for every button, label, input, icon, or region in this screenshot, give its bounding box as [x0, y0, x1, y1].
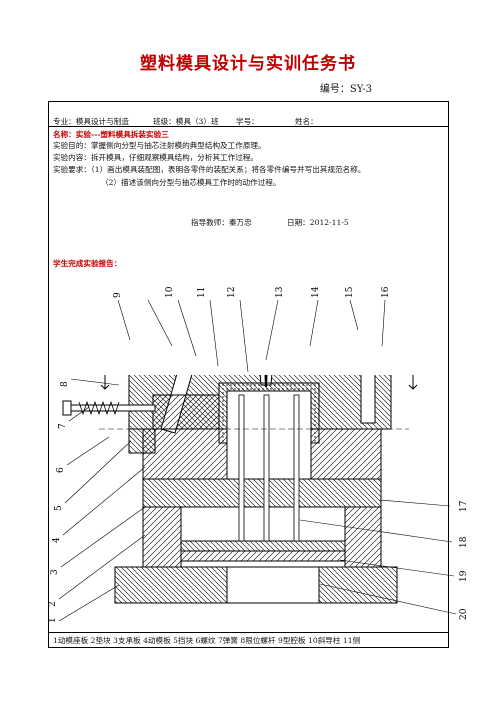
major-field: 专业：模具设计与制造	[53, 117, 129, 126]
part-label-11: 11	[197, 287, 207, 298]
divider	[49, 126, 448, 127]
part-label-12: 12	[227, 287, 237, 298]
part-label-1: 1	[49, 617, 58, 623]
part-label-4: 4	[52, 537, 62, 543]
task-requirement-2: （2）描述该侧向分型与抽芯模具工作时的动作过程。	[101, 178, 281, 187]
name-field: 姓名：	[295, 117, 318, 126]
report-label: 学生完成实验报告：	[53, 259, 122, 268]
ejector-pin-3	[293, 394, 300, 542]
part-label-9: 9	[113, 292, 123, 298]
part-label-6: 6	[56, 467, 66, 473]
support-plate	[142, 478, 382, 508]
guide-pin	[360, 375, 376, 424]
lock-nut	[62, 400, 72, 416]
part-label-17: 17	[459, 500, 469, 512]
student-id-field: 学号：	[236, 117, 259, 126]
task-form: 专业：模具设计与制造 班级：模具（3）班 学号： 姓名： 名称：实验---塑料模…	[48, 101, 449, 648]
ejector-pin-2	[263, 394, 270, 542]
right-leaders	[299, 499, 457, 615]
right-labels: 17 18 19 20	[459, 500, 469, 620]
doc-number: 编号：SY-3	[319, 84, 372, 95]
task-purpose: 实验目的：掌握侧向分型与抽芯注射模的典型结构及工作原理。	[53, 141, 266, 150]
task-requirement-1: 实验要求：（1）画出模具装配图，表明各零件的装配关系；将各零件编号并写出其规范名…	[53, 165, 366, 174]
part-label-2: 2	[49, 601, 58, 607]
class-field: 班级：模具（3）班	[153, 117, 219, 126]
stop-block	[128, 428, 156, 454]
teacher-field: 指导教师：秦万忠	[191, 218, 252, 227]
part-label-14: 14	[311, 286, 321, 298]
part-label-19: 19	[459, 570, 469, 582]
part-label-15: 15	[345, 286, 355, 298]
parting-arrow-right	[408, 375, 418, 390]
part-label-18: 18	[459, 536, 469, 548]
ejector-pin-1	[238, 394, 245, 542]
part-label-7: 7	[58, 423, 68, 429]
parts-legend: 1动模座板 2垫块 3支承板 4动模板 5挡块 6螺纹 7弹簧 8限位螺杆 9型…	[53, 636, 361, 645]
part-label-5: 5	[54, 505, 64, 511]
top-leaders	[117, 299, 386, 373]
left-labels: 8 7 6 5 4 3 2 1	[49, 381, 70, 623]
date-field: 日期：2012-11-5	[287, 218, 349, 227]
top-labels: 9 10 11 12 13 14 15 16	[113, 286, 391, 298]
part-label-13: 13	[275, 286, 285, 298]
spring	[78, 400, 120, 416]
part-label-3: 3	[50, 569, 60, 575]
part-label-8: 8	[60, 381, 70, 387]
mold-assembly-drawing: 8 7 6 5 4 3 2 1	[49, 375, 418, 623]
divider	[49, 632, 448, 633]
page-title: 塑料模具设计与实训任务书	[140, 54, 356, 74]
parting-arrow-left	[100, 375, 110, 390]
part-label-20: 20	[459, 608, 469, 620]
part-label-10: 10	[165, 286, 175, 298]
bottom-clamp-hole	[226, 566, 320, 604]
task-name: 名称：实验---塑料模具拆装实验三	[53, 130, 169, 139]
left-leaders	[58, 378, 146, 622]
ejector-retainer-plate	[180, 550, 346, 562]
part-label-16: 16	[381, 286, 391, 298]
task-content: 实验内容：拆开模具，仔细观察模具结构，分析其工作过程。	[53, 153, 259, 162]
